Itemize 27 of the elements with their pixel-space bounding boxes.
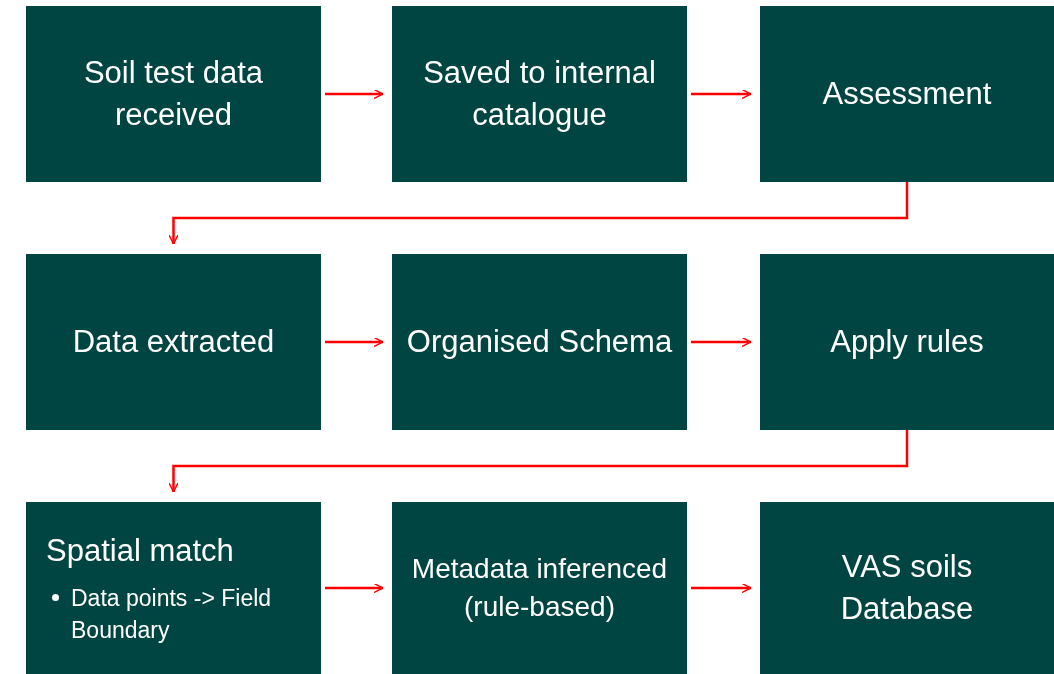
arrow (691, 336, 752, 348)
arrow (168, 182, 909, 245)
box-label: Spatial match (46, 531, 234, 570)
process-box (26, 6, 321, 182)
box-label: VAS soils Database (839, 548, 975, 628)
process-box (392, 254, 687, 430)
process-box (392, 502, 687, 674)
box-label: Apply rules (830, 323, 984, 362)
arrow (168, 430, 909, 493)
process-box (760, 254, 1054, 430)
process-box (760, 502, 1054, 674)
box-label: Saved to internal catalogue (422, 54, 657, 134)
box-label: Soil test data received (82, 54, 265, 134)
arrow (691, 88, 752, 100)
box-label: Data extracted (72, 323, 275, 362)
arrow (325, 336, 384, 348)
box-label: Organised Schema (406, 323, 673, 362)
box-label: Assessment (822, 75, 992, 114)
arrow (325, 582, 384, 594)
process-box (760, 6, 1054, 182)
process-box (392, 6, 687, 182)
box-label: Metadata inferenced (rule-based) (410, 552, 669, 624)
process-box (26, 502, 321, 674)
bullet-item: Data points -> Field Boundary (71, 583, 273, 645)
process-box (26, 254, 321, 430)
arrow (691, 582, 752, 594)
arrow (325, 88, 384, 100)
